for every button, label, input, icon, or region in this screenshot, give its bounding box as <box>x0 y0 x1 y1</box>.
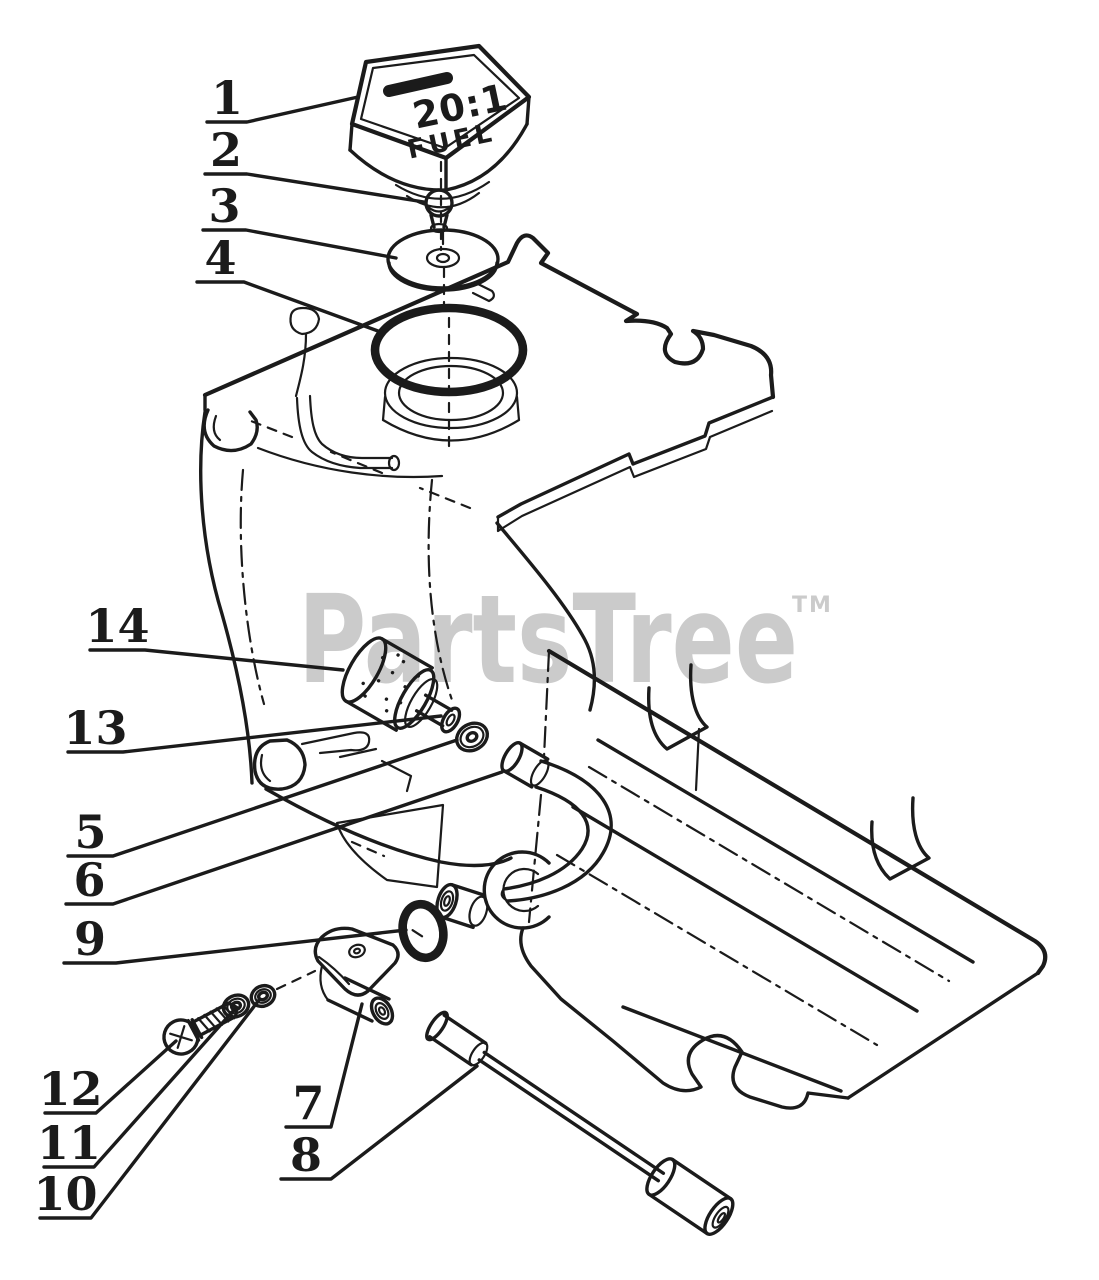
filler-o-ring <box>370 303 528 397</box>
leader-line-13 <box>66 714 443 754</box>
watermark-tm: TM <box>792 593 833 618</box>
tank-top-plate <box>202 233 776 400</box>
fuel-filter <box>340 636 462 734</box>
fuel-cap: 20:1 FUEL <box>348 43 532 209</box>
callout-14: 14 <box>85 599 345 672</box>
callout-1: 1 <box>205 71 360 125</box>
plate-boss <box>289 306 321 336</box>
watermark: PartsTree TM <box>298 569 833 711</box>
callout-7: 7 <box>284 1002 364 1130</box>
outlet-washer <box>454 721 490 753</box>
part-number-2: 2 <box>210 123 242 177</box>
tank-foot <box>252 738 307 791</box>
hose-o-ring <box>398 899 448 963</box>
part-number-4: 4 <box>204 231 236 285</box>
callout-10: 10 <box>33 998 261 1221</box>
leader-line-10 <box>38 998 261 1220</box>
part-number-3: 3 <box>208 179 240 233</box>
part-number-1: 1 <box>211 71 243 125</box>
frame-strap-1 <box>646 663 709 751</box>
part-number-14: 14 <box>85 599 149 653</box>
pickup-tube <box>425 1010 735 1236</box>
mounting-screw <box>162 1001 239 1056</box>
engine-frame <box>519 648 1048 1110</box>
callout-3: 3 <box>201 179 398 260</box>
leader-line-6 <box>64 770 504 906</box>
part-number-12: 12 <box>38 1062 102 1116</box>
leader-line-1 <box>205 95 360 124</box>
fuel-tank <box>199 233 776 930</box>
alignment-dash-line <box>275 969 317 991</box>
callout-9: 9 <box>62 912 408 966</box>
filler-neck <box>383 356 519 430</box>
tank-boss-ring <box>482 850 551 930</box>
part-number-10: 10 <box>33 1167 97 1221</box>
leader-line-5 <box>66 738 459 858</box>
tank-mounting-ear <box>202 408 259 453</box>
part-number-8: 8 <box>290 1128 322 1182</box>
elbow-fitting <box>313 926 400 1026</box>
fuel-hose <box>435 741 613 930</box>
filter-grommet <box>440 706 462 734</box>
callout-8: 8 <box>279 1064 479 1182</box>
part-number-5: 5 <box>74 805 106 859</box>
leader-line-7 <box>284 1002 364 1129</box>
leader-line-12 <box>43 1039 178 1115</box>
leader-line-2 <box>203 172 426 204</box>
flat-washer <box>249 983 277 1009</box>
callout-4: 4 <box>195 231 380 333</box>
callout-2: 2 <box>203 123 426 204</box>
part-number-11: 11 <box>37 1116 101 1170</box>
leader-line-3 <box>201 228 398 260</box>
part-number-9: 9 <box>74 912 106 966</box>
frame-strap-2 <box>869 796 931 881</box>
cap-vent-valve <box>424 188 454 234</box>
part-number-7: 7 <box>292 1076 324 1130</box>
callout-13: 13 <box>63 701 443 755</box>
part-number-13: 13 <box>63 701 127 755</box>
callout-6: 6 <box>64 770 504 907</box>
leader-line-9 <box>62 928 408 965</box>
tank-lug <box>335 803 445 889</box>
leader-line-14 <box>88 648 345 672</box>
screw-cross-slot <box>169 1025 193 1049</box>
callout-11: 11 <box>37 1009 235 1170</box>
lock-washer <box>221 993 251 1019</box>
callout-5: 5 <box>66 738 459 859</box>
cap-brand-mark <box>383 72 453 97</box>
hose-coupling-upper <box>500 741 550 789</box>
part-number-6: 6 <box>73 853 105 907</box>
leader-line-4 <box>195 280 380 333</box>
leader-line-8 <box>279 1064 479 1181</box>
callout-12: 12 <box>38 1039 178 1116</box>
diaphragm <box>386 228 500 303</box>
filter-speckles <box>361 653 421 713</box>
leader-line-11 <box>42 1009 235 1169</box>
tank-conduit <box>295 394 394 470</box>
